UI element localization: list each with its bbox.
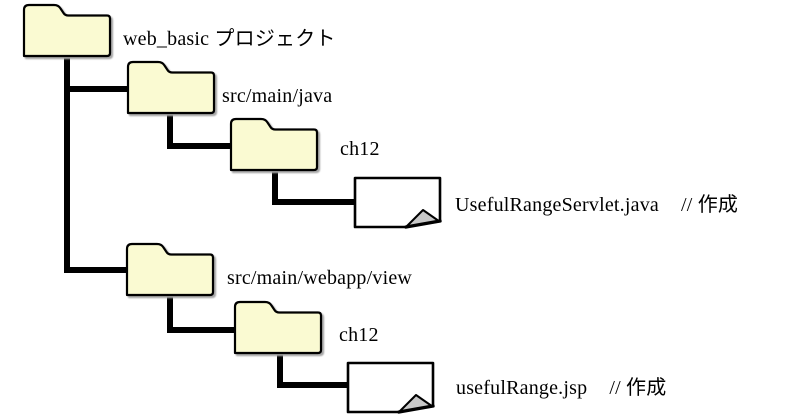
folder-icon [229, 117, 319, 172]
file-icon [346, 361, 435, 414]
folder-label-ch12-java: ch12 [340, 138, 380, 160]
connector-webapp-to-ch12-v [167, 294, 173, 333]
folder-label-src-main-java: src/main/java [222, 85, 333, 107]
tree-node-web-basic-project [20, 2, 114, 64]
folder-icon [126, 60, 216, 115]
connector-ch12-to-servlet-v [272, 170, 278, 205]
tree-node-src-main-java [124, 59, 218, 121]
file-comment-text: // 作成 [609, 377, 667, 399]
file-name-text: usefulRange.jsp [456, 377, 588, 399]
tree-node-ch12-view [231, 299, 325, 361]
file-name-text: UsefulRangeServlet.java [455, 194, 659, 216]
connector-branch-webapp-view [64, 267, 128, 273]
connector-ch12-to-servlet-h [272, 199, 356, 205]
tree-node-src-main-webapp-view [123, 241, 217, 303]
folder-icon [233, 300, 323, 355]
tree-node-ch12-java [227, 116, 321, 178]
connector-srcjava-to-ch12-h [167, 143, 233, 149]
connector-branch-src-main-java [64, 86, 130, 92]
folder-icon [125, 242, 215, 297]
connector-ch12-to-jsp-v [277, 354, 283, 388]
connector-webapp-to-ch12-h [167, 327, 237, 333]
folder-label-ch12-view: ch12 [339, 324, 379, 346]
tree-node-usefulrange-jsp [345, 360, 437, 417]
folder-label-src-main-webapp-view: src/main/webapp/view [227, 267, 413, 289]
folder-icon [22, 3, 112, 58]
folder-label-web-basic-project: web_basic プロジェクト [123, 28, 336, 50]
connector-root-trunk [64, 52, 70, 273]
file-icon [353, 176, 442, 229]
tree-node-usefulrangeservlet-java [352, 175, 444, 236]
file-comment-text: // 作成 [680, 194, 739, 216]
connector-ch12-to-jsp-h [277, 382, 349, 388]
file-label-usefulrangeservlet-java: UsefulRangeServlet.java // 作成 [455, 194, 738, 216]
file-label-usefulrange-jsp: usefulRange.jsp // 作成 [456, 377, 666, 399]
connector-srcjava-to-ch12-v [167, 112, 173, 149]
